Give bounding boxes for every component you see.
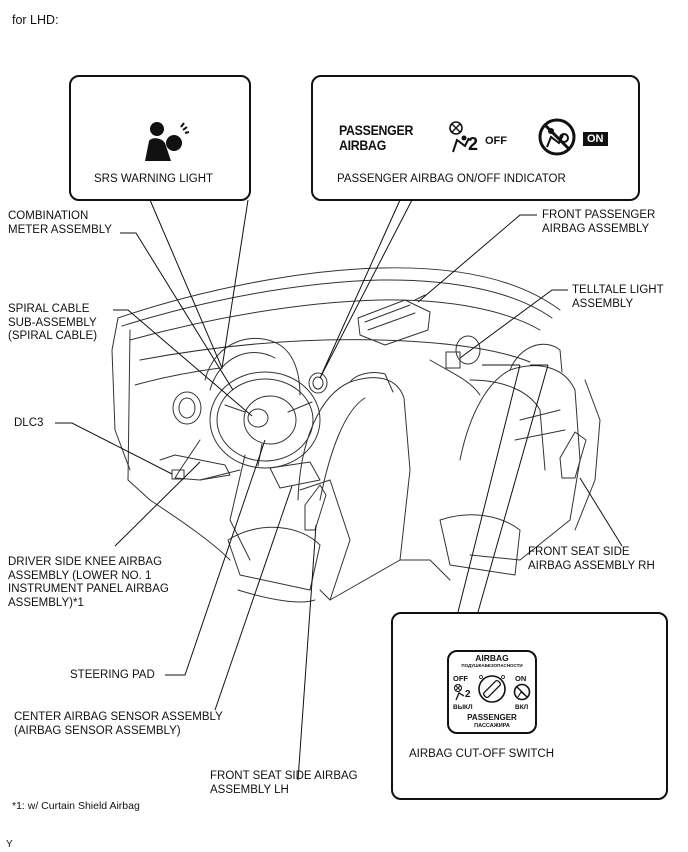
dial-on-icon xyxy=(513,683,531,701)
label-telltale-light: TELLTALE LIGHT ASSEMBLY xyxy=(572,284,664,310)
airbag-cutoff-switch-box: AIRBAG ПОДУШКАБЕЗОПАСНОСТИ OFF ON 2 ВЫКЛ… xyxy=(391,612,668,800)
label-dlc3: DLC3 xyxy=(14,417,44,429)
dial-airbag-ru-text: ПОДУШКАБЕЗОПАСНОСТИ xyxy=(461,663,523,668)
dial-passenger-text: PASSENGER xyxy=(467,713,517,722)
cutoff-switch-caption: AIRBAG CUT-OFF SWITCH xyxy=(409,748,555,760)
indicator-number: 2 xyxy=(468,134,479,154)
figure-code: Y xyxy=(6,839,13,850)
dial-airbag-text: AIRBAG xyxy=(475,653,509,663)
dial-vykl-text: ВЫКЛ xyxy=(453,704,473,711)
srs-warning-light-box: SRS WARNING LIGHT xyxy=(69,75,251,201)
label-center-sensor: CENTER AIRBAG SENSOR ASSEMBLY (AIRBAG SE… xyxy=(14,711,223,737)
dial-off-icon xyxy=(454,684,465,701)
dial-number: 2 xyxy=(465,689,471,700)
dial-passenger-ru-text: ПАССАЖИРА xyxy=(474,723,510,729)
passenger-airbag-text: PASSENGER AIRBAG xyxy=(339,123,413,153)
on-badge: ON xyxy=(583,132,608,146)
dial-on-text: ON xyxy=(515,674,527,683)
passenger-airbag-on-icon xyxy=(538,118,576,156)
label-steering-pad: STEERING PAD xyxy=(70,669,155,681)
label-seat-side-rh: FRONT SEAT SIDE AIRBAG ASSEMBLY RH xyxy=(528,546,655,572)
off-label: OFF xyxy=(485,135,507,147)
page-title: for LHD: xyxy=(12,13,59,27)
label-combination-meter: COMBINATION METER ASSEMBLY xyxy=(8,210,112,236)
srs-warning-light-caption: SRS WARNING LIGHT xyxy=(94,173,214,185)
passenger-airbag-indicator-box: PASSENGER AIRBAG 2 OFF ON PASSENGER AIRB… xyxy=(311,75,640,201)
dial-vkl-text: ВКЛ xyxy=(515,704,529,711)
dial-off-text: OFF xyxy=(453,674,468,683)
airbag-word: AIRBAG xyxy=(339,137,387,153)
label-front-passenger-airbag: FRONT PASSENGER AIRBAG ASSEMBLY xyxy=(542,209,656,235)
label-spiral-cable: SPIRAL CABLE SUB-ASSEMBLY (SPIRAL CABLE) xyxy=(8,303,98,342)
cutoff-key-slot[interactable] xyxy=(477,674,507,704)
indicator-caption: PASSENGER AIRBAG ON/OFF INDICATOR xyxy=(337,173,566,185)
passenger-word: PASSENGER xyxy=(339,122,414,138)
cutoff-switch-face: AIRBAG ПОДУШКАБЕЗОПАСНОСТИ OFF ON 2 ВЫКЛ… xyxy=(447,650,537,734)
label-seat-side-lh: FRONT SEAT SIDE AIRBAG ASSEMBLY LH xyxy=(210,770,358,796)
passenger-airbag-off-icon xyxy=(449,121,470,153)
label-knee-airbag: DRIVER SIDE KNEE AIRBAG ASSEMBLY (LOWER … xyxy=(8,556,169,609)
footnote: *1: w/ Curtain Shield Airbag xyxy=(12,800,140,812)
airbag-warning-icon xyxy=(145,122,189,161)
